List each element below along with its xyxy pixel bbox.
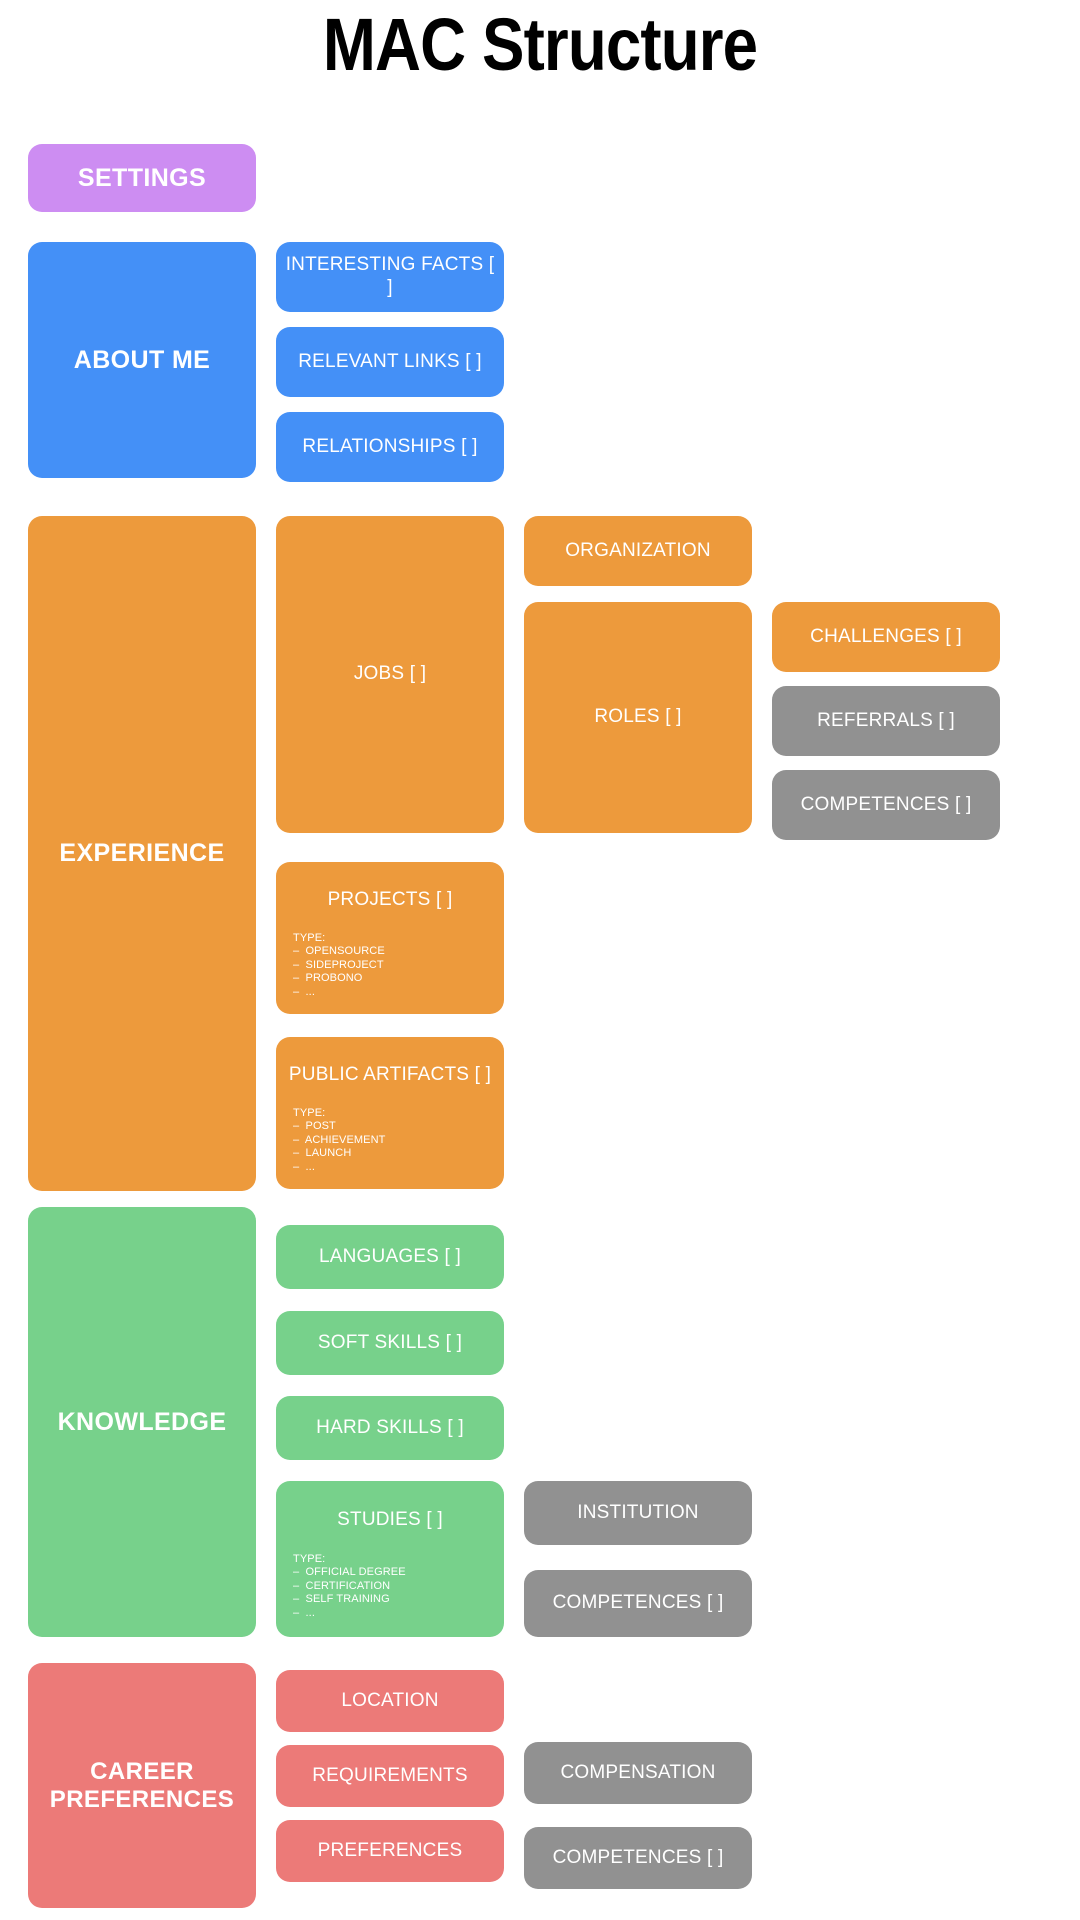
node-soft-skills[interactable]: SOFT SKILLS [ ] (276, 1311, 504, 1375)
node-languages-label: LANGUAGES [ ] (319, 1245, 461, 1267)
node-experience[interactable]: EXPERIENCE (28, 516, 256, 1191)
node-interesting-facts[interactable]: INTERESTING FACTS [ ] (276, 242, 504, 312)
node-jobs-label: JOBS [ ] (353, 663, 427, 685)
node-knowledge-competences[interactable]: COMPETENCES [ ] (524, 1570, 752, 1637)
node-relevant-links-label: RELEVANT LINKS [ ] (298, 350, 482, 372)
career-preferences-line2: PREFERENCES (49, 1785, 235, 1813)
public-artifacts-type-item: – POST (293, 1120, 336, 1133)
node-interesting-facts-label: INTERESTING FACTS [ ] (285, 254, 495, 298)
node-relationships[interactable]: RELATIONSHIPS [ ] (276, 412, 504, 482)
node-requirements-label: REQUIREMENTS (312, 1764, 468, 1786)
public-artifacts-type-item: – ... (293, 1160, 315, 1173)
node-career-preferences-label: CAREER PREFERENCES (28, 1758, 256, 1813)
node-institution-label: INSTITUTION (577, 1501, 699, 1523)
node-knowledge-label: KNOWLEDGE (57, 1407, 227, 1436)
node-requirements[interactable]: REQUIREMENTS (276, 1745, 504, 1807)
node-about-me-label: ABOUT ME (73, 345, 211, 374)
node-experience-competences[interactable]: COMPETENCES [ ] (772, 770, 1000, 840)
node-studies-type-list: TYPE: – OFFICIAL DEGREE – CERTIFICATION … (293, 1553, 406, 1620)
node-jobs[interactable]: JOBS [ ] (276, 516, 504, 833)
node-settings[interactable]: SETTINGS (28, 144, 256, 212)
node-relevant-links[interactable]: RELEVANT LINKS [ ] (276, 327, 504, 397)
node-location[interactable]: LOCATION (276, 1670, 504, 1732)
node-challenges[interactable]: CHALLENGES [ ] (772, 602, 1000, 672)
node-studies[interactable]: STUDIES [ ] TYPE: – OFFICIAL DEGREE – CE… (276, 1481, 504, 1637)
node-hard-skills[interactable]: HARD SKILLS [ ] (276, 1396, 504, 1460)
page-title: MAC Structure (322, 3, 758, 86)
node-public-artifacts-type-list: TYPE: – POST – ACHIEVEMENT – LAUNCH – ..… (293, 1107, 385, 1174)
node-hard-skills-label: HARD SKILLS [ ] (316, 1416, 464, 1438)
studies-type-item: – CERTIFICATION (293, 1579, 391, 1592)
public-artifacts-type-item: – LAUNCH (293, 1147, 352, 1160)
node-public-artifacts-label: PUBLIC ARTIFACTS [ ] (288, 1064, 492, 1085)
node-projects[interactable]: PROJECTS [ ] TYPE: – OPENSOURCE – SIDEPR… (276, 862, 504, 1014)
projects-type-item: – ... (293, 985, 315, 998)
node-career-preferences[interactable]: CAREER PREFERENCES (28, 1663, 256, 1908)
node-public-artifacts[interactable]: PUBLIC ARTIFACTS [ ] TYPE: – POST – ACHI… (276, 1037, 504, 1189)
node-projects-type-list: TYPE: – OPENSOURCE – SIDEPROJECT – PROBO… (293, 932, 385, 999)
projects-type-header: TYPE: (293, 932, 326, 944)
node-compensation[interactable]: COMPENSATION (524, 1742, 752, 1804)
node-about-me[interactable]: ABOUT ME (28, 242, 256, 478)
node-soft-skills-label: SOFT SKILLS [ ] (317, 1331, 463, 1353)
node-location-label: LOCATION (341, 1689, 439, 1711)
node-organization[interactable]: ORGANIZATION (524, 516, 752, 586)
node-experience-label: EXPERIENCE (59, 839, 225, 868)
projects-type-item: – SIDEPROJECT (293, 958, 384, 971)
node-career-competences-label: COMPETENCES [ ] (552, 1846, 724, 1868)
node-institution[interactable]: INSTITUTION (524, 1481, 752, 1545)
node-relationships-label: RELATIONSHIPS [ ] (302, 435, 478, 457)
node-settings-label: SETTINGS (77, 163, 207, 192)
node-referrals[interactable]: REFERRALS [ ] (772, 686, 1000, 756)
studies-type-item: – OFFICIAL DEGREE (293, 1566, 406, 1579)
node-preferences[interactable]: PREFERENCES (276, 1820, 504, 1882)
node-organization-label: ORGANIZATION (565, 539, 711, 561)
node-experience-competences-label: COMPETENCES [ ] (800, 793, 972, 815)
node-career-competences[interactable]: COMPETENCES [ ] (524, 1827, 752, 1889)
public-artifacts-type-item: – ACHIEVEMENT (293, 1133, 386, 1146)
node-compensation-label: COMPENSATION (560, 1761, 716, 1783)
node-knowledge[interactable]: KNOWLEDGE (28, 1207, 256, 1637)
studies-type-item: – SELF TRAINING (293, 1593, 390, 1606)
node-challenges-label: CHALLENGES [ ] (810, 625, 962, 647)
node-studies-label: STUDIES [ ] (337, 1509, 443, 1530)
career-preferences-line1: CAREER (90, 1757, 194, 1785)
studies-type-header: TYPE: (293, 1553, 326, 1565)
node-languages[interactable]: LANGUAGES [ ] (276, 1225, 504, 1289)
studies-type-item: – ... (293, 1606, 315, 1619)
node-preferences-label: PREFERENCES (317, 1839, 463, 1861)
projects-type-item: – OPENSOURCE (293, 945, 385, 958)
node-roles[interactable]: ROLES [ ] (524, 602, 752, 833)
public-artifacts-type-header: TYPE: (293, 1107, 326, 1119)
node-knowledge-competences-label: COMPETENCES [ ] (552, 1592, 724, 1614)
node-referrals-label: REFERRALS [ ] (817, 709, 955, 731)
node-roles-label: ROLES [ ] (594, 706, 682, 728)
node-projects-label: PROJECTS [ ] (327, 889, 453, 910)
projects-type-item: – PROBONO (293, 972, 363, 985)
